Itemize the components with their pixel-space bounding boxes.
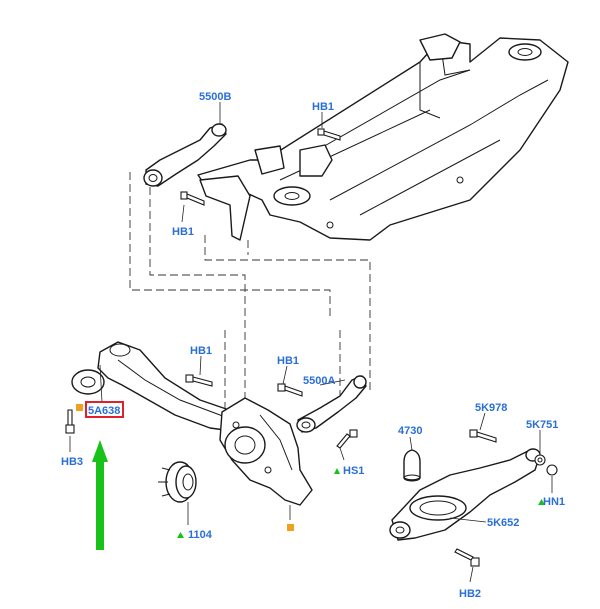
upper-arm-5500B (143, 123, 227, 187)
leader-lines (69, 102, 553, 583)
wheel-hub-1104 (158, 461, 197, 525)
bolts (65, 128, 558, 567)
bump-stop-4730 (403, 449, 421, 482)
bolt-hb1-mid (185, 374, 213, 387)
upper-arm-5500A (296, 375, 367, 433)
label-hb1-right[interactable]: HB1 (277, 355, 299, 367)
marker-square-knuckle (287, 524, 294, 531)
bolt-5K978 (469, 429, 497, 443)
nut-hn1 (546, 464, 558, 476)
marker-triangle-hn1 (538, 499, 545, 505)
label-5500B[interactable]: 5500B (199, 91, 231, 103)
bolt-hb1-right (277, 383, 303, 397)
lower-arm-5A638 (71, 341, 251, 433)
bolt-hs1 (336, 429, 358, 449)
marker-triangle-1104 (177, 532, 184, 538)
label-5500A[interactable]: 5500A (303, 375, 335, 387)
label-5K978[interactable]: 5K978 (475, 402, 507, 414)
subframe (197, 33, 569, 241)
marker-triangle-hs1 (334, 468, 340, 474)
label-hs1[interactable]: HS1 (343, 465, 364, 477)
label-1104[interactable]: 1104 (188, 529, 213, 541)
lower-arm-5K652 (389, 448, 541, 541)
label-hb1-mid[interactable]: HB1 (190, 345, 212, 357)
label-hb3[interactable]: HB3 (61, 456, 83, 468)
callout-labels: 5500B HB1 HB1 HB1 HB1 5500A 5A638 HB3 HS… (61, 91, 565, 600)
label-hb1-top[interactable]: HB1 (312, 101, 334, 113)
marker-square-5A638 (76, 404, 83, 411)
label-hb2[interactable]: HB2 (459, 588, 481, 600)
label-hb1-left[interactable]: HB1 (172, 226, 194, 238)
label-5K751[interactable]: 5K751 (526, 419, 558, 431)
knuckle (219, 397, 313, 506)
label-5K652[interactable]: 5K652 (487, 517, 519, 529)
label-hn1[interactable]: HN1 (543, 496, 565, 508)
label-5A638[interactable]: 5A638 (88, 405, 120, 417)
bolt-hb3 (65, 409, 75, 434)
assembly-guide-lines (129, 172, 371, 420)
highlight-box-5A638 (85, 401, 124, 418)
bolt-hb2 (454, 548, 480, 567)
bolt-hb1-left (180, 191, 205, 206)
pointer-arrow (92, 440, 108, 550)
nut-5K751 (534, 454, 546, 466)
bolt-hb1-top (317, 128, 341, 141)
label-4730[interactable]: 4730 (398, 425, 422, 437)
markers (76, 404, 545, 538)
